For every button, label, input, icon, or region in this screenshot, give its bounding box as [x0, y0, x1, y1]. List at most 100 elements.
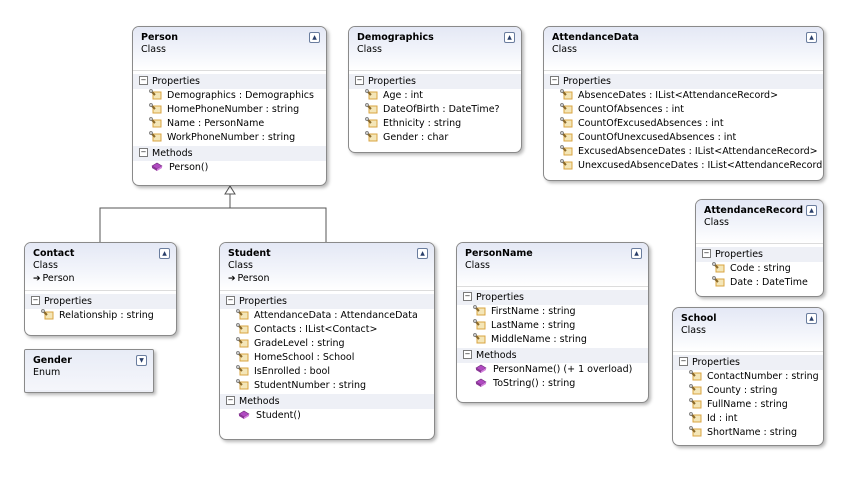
properties-section-header[interactable]: −Properties — [133, 74, 326, 89]
property-row[interactable]: CountOfUnexcusedAbsences : int — [544, 131, 823, 145]
properties-section-header[interactable]: −Properties — [544, 74, 823, 89]
property-row[interactable]: ShortName : string — [673, 426, 823, 440]
methods-section-header[interactable]: −Methods — [220, 394, 434, 409]
property-icon — [236, 323, 249, 334]
collapse-chevron-icon[interactable]: ▲ — [504, 32, 515, 43]
property-text: Contacts : IList<Contact> — [254, 324, 378, 335]
minus-icon[interactable]: − — [550, 76, 559, 85]
property-icon — [689, 370, 702, 381]
property-row[interactable]: Name : PersonName — [133, 117, 326, 131]
method-row[interactable]: ToString() : string — [457, 377, 648, 391]
class-school[interactable]: School Class ▲ −Properties ContactNumber… — [672, 307, 824, 446]
property-row[interactable]: ExcusedAbsenceDates : IList<AttendanceRe… — [544, 145, 823, 159]
class-kind: Class — [357, 44, 382, 55]
minus-icon[interactable]: − — [463, 292, 472, 301]
property-text: Code : string — [730, 263, 791, 274]
property-row[interactable]: HomeSchool : School — [220, 351, 434, 365]
properties-section-header[interactable]: −Properties — [457, 290, 648, 305]
properties-section-header[interactable]: −Properties — [349, 74, 521, 89]
minus-icon[interactable]: − — [355, 76, 364, 85]
property-text: Age : int — [383, 90, 423, 101]
property-row[interactable]: UnexcusedAbsenceDates : IList<Attendance… — [544, 159, 823, 173]
property-row[interactable]: Demographics : Demographics — [133, 89, 326, 103]
collapse-chevron-icon[interactable]: ▲ — [631, 248, 642, 259]
collapse-chevron-icon[interactable]: ▲ — [417, 248, 428, 259]
class-person-name[interactable]: PersonName Class ▲ −Properties FirstName… — [456, 242, 649, 403]
property-text: LastName : string — [491, 320, 576, 331]
class-attendance-data[interactable]: AttendanceData Class ▲ −Properties Absen… — [543, 26, 824, 181]
property-row[interactable]: DateOfBirth : DateTime? — [349, 103, 521, 117]
property-row[interactable]: County : string — [673, 384, 823, 398]
property-row[interactable]: Id : int — [673, 412, 823, 426]
expand-chevron-icon[interactable]: ▼ — [136, 355, 147, 366]
property-row[interactable]: IsEnrolled : bool — [220, 365, 434, 379]
class-contact[interactable]: Contact Class ➔Person ▲ −Properties Rela… — [24, 242, 177, 336]
property-row[interactable]: CountOfAbsences : int — [544, 103, 823, 117]
section-label: Properties — [239, 296, 288, 307]
minus-icon[interactable]: − — [139, 148, 148, 157]
minus-icon[interactable]: − — [226, 396, 235, 405]
minus-icon[interactable]: − — [31, 296, 40, 305]
section-label: Methods — [152, 148, 193, 159]
minus-icon[interactable]: − — [679, 357, 688, 366]
property-text: WorkPhoneNumber : string — [167, 132, 296, 143]
properties-section-header[interactable]: −Properties — [696, 247, 823, 262]
class-kind: Class — [465, 260, 490, 271]
property-row[interactable]: Contacts : IList<Contact> — [220, 323, 434, 337]
method-row[interactable]: Student() — [220, 409, 434, 423]
property-row[interactable]: ContactNumber : string — [673, 370, 823, 384]
property-row[interactable]: FirstName : string — [457, 305, 648, 319]
property-row[interactable]: LastName : string — [457, 319, 648, 333]
property-text: ShortName : string — [707, 427, 798, 438]
enum-gender[interactable]: Gender Enum ▼ — [24, 349, 154, 393]
property-row[interactable]: AttendanceData : AttendanceData — [220, 309, 434, 323]
class-person[interactable]: Person Class ▲ −Properties Demographics … — [132, 26, 327, 186]
property-icon — [149, 131, 162, 142]
class-name: Contact — [33, 248, 75, 259]
base-class: ➔Person — [228, 273, 426, 285]
section-label: Properties — [476, 292, 525, 303]
property-row[interactable]: Code : string — [696, 262, 823, 276]
property-icon — [689, 398, 702, 409]
property-row[interactable]: StudentNumber : string — [220, 379, 434, 393]
method-row[interactable]: Person() — [133, 161, 326, 175]
collapse-chevron-icon[interactable]: ▲ — [309, 32, 320, 43]
class-student[interactable]: Student Class ➔Person ▲ −Properties Atte… — [219, 242, 435, 440]
property-text: Id : int — [707, 413, 738, 424]
property-row[interactable]: HomePhoneNumber : string — [133, 103, 326, 117]
minus-icon[interactable]: − — [226, 296, 235, 305]
minus-icon[interactable]: − — [139, 76, 148, 85]
property-row[interactable]: MiddleName : string — [457, 333, 648, 347]
property-row[interactable]: FullName : string — [673, 398, 823, 412]
minus-icon[interactable]: − — [702, 249, 711, 258]
properties-section-header[interactable]: −Properties — [673, 355, 823, 370]
class-demographics[interactable]: Demographics Class ▲ −Properties Age : i… — [348, 26, 522, 153]
property-icon — [560, 159, 573, 170]
property-row[interactable]: Ethnicity : string — [349, 117, 521, 131]
property-icon — [473, 319, 486, 330]
property-row[interactable]: Relationship : string — [25, 309, 176, 323]
property-icon — [689, 426, 702, 437]
method-text: ToString() : string — [493, 378, 576, 389]
collapse-chevron-icon[interactable]: ▲ — [159, 248, 170, 259]
property-row[interactable]: Date : DateTime — [696, 276, 823, 290]
collapse-chevron-icon[interactable]: ▲ — [806, 32, 817, 43]
property-row[interactable]: Gender : char — [349, 131, 521, 145]
method-row[interactable]: PersonName() (+ 1 overload) — [457, 363, 648, 377]
minus-icon[interactable]: − — [463, 350, 472, 359]
property-row[interactable]: CountOfExcusedAbsences : int — [544, 117, 823, 131]
methods-section-header[interactable]: −Methods — [133, 146, 326, 161]
class-attendance-record[interactable]: AttendanceRecord Class ▲ −Properties Cod… — [695, 199, 824, 297]
collapse-chevron-icon[interactable]: ▲ — [806, 313, 817, 324]
property-row[interactable]: WorkPhoneNumber : string — [133, 131, 326, 145]
property-row[interactable]: Age : int — [349, 89, 521, 103]
properties-section-header[interactable]: −Properties — [25, 294, 176, 309]
properties-section-header[interactable]: −Properties — [220, 294, 434, 309]
methods-section-header[interactable]: −Methods — [457, 348, 648, 363]
property-row[interactable]: AbsenceDates : IList<AttendanceRecord> — [544, 89, 823, 103]
property-icon — [473, 305, 486, 316]
inheritance-line-contact — [99, 207, 230, 243]
method-icon — [475, 377, 488, 388]
property-row[interactable]: GradeLevel : string — [220, 337, 434, 351]
collapse-chevron-icon[interactable]: ▲ — [806, 205, 817, 216]
